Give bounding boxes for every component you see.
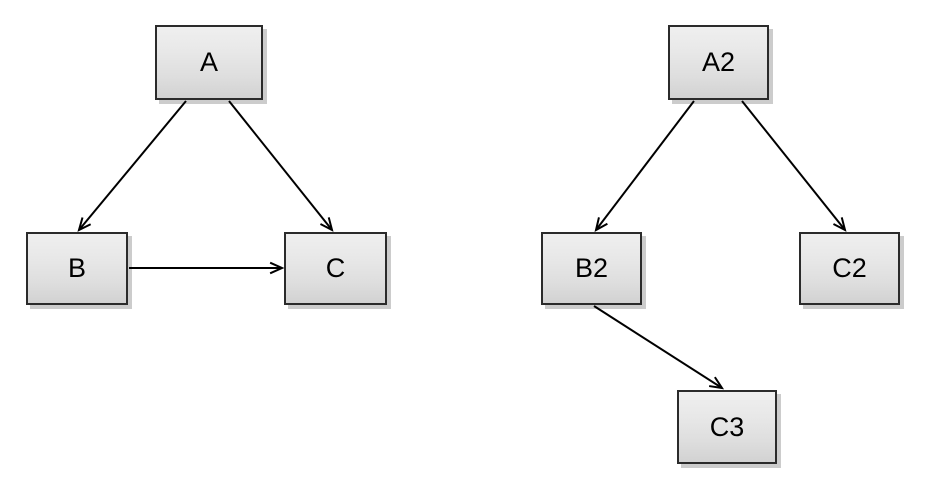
edge-a2-to-c2 <box>741 100 847 232</box>
edge-line <box>228 100 333 231</box>
node-c2[interactable]: C2 <box>799 232 900 305</box>
node-label: C <box>325 253 346 283</box>
edge-line <box>741 100 846 231</box>
arrowhead-icon <box>269 261 285 275</box>
arrowhead-icon <box>319 217 334 232</box>
node-label: A <box>199 47 218 77</box>
edge-a2-to-b2 <box>594 100 695 232</box>
node-label: A2 <box>701 47 736 77</box>
edge-line <box>595 100 695 231</box>
edge-b2-to-c3 <box>593 305 725 390</box>
arrowhead-icon <box>77 217 92 232</box>
node-c3[interactable]: C3 <box>677 390 777 464</box>
node-a[interactable]: A <box>155 25 263 100</box>
edge-a-to-b <box>77 100 187 232</box>
edge-line <box>593 305 723 389</box>
node-b[interactable]: B <box>26 232 128 305</box>
edge-line <box>78 100 187 231</box>
node-c[interactable]: C <box>284 232 387 305</box>
arrowhead-icon <box>832 217 847 232</box>
arrowhead-icon <box>594 217 608 232</box>
node-label: C3 <box>709 411 745 442</box>
arrowhead-icon <box>708 376 725 390</box>
node-b2[interactable]: B2 <box>541 232 642 305</box>
edge-a-to-c <box>228 100 334 232</box>
node-label: C2 <box>832 253 867 283</box>
node-label: B2 <box>574 253 609 283</box>
node-label: B <box>67 253 86 283</box>
node-a2[interactable]: A2 <box>668 25 769 100</box>
edge-b-to-c <box>129 261 285 275</box>
